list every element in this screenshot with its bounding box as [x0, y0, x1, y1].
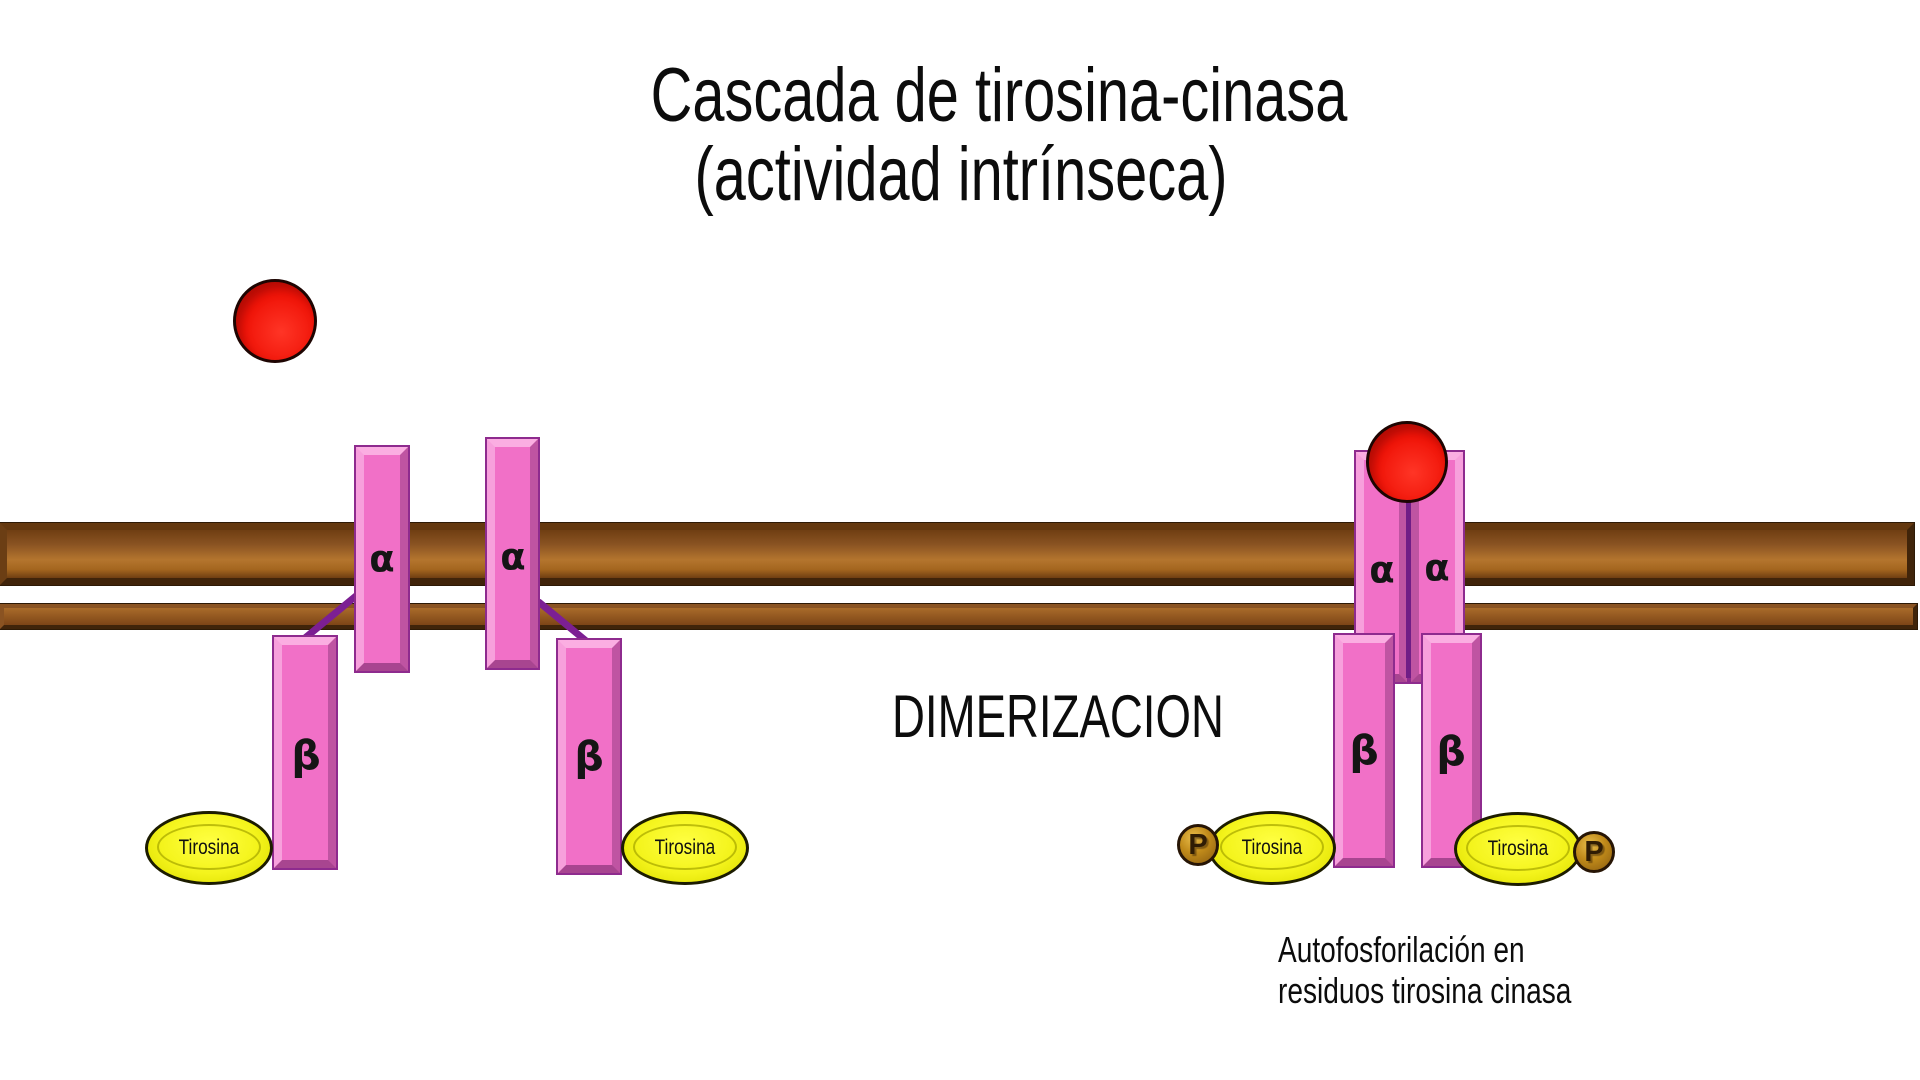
alpha-subunit-label: α [369, 537, 395, 581]
phosphate-label: P [1584, 835, 1604, 868]
membrane-outer-leaflet [0, 523, 1914, 585]
dimer-seam [1406, 456, 1411, 678]
tyrosine-ellipse: Tirosina [621, 811, 749, 885]
tyrosine-ellipse: Tirosina [1454, 812, 1582, 886]
ligand-circle [233, 279, 317, 363]
beta-subunit-label: β [1349, 726, 1379, 775]
phosphate-badge: P [1177, 824, 1219, 866]
tyrosine-label: Tirosina [178, 836, 240, 859]
phosphate-badge: P [1573, 831, 1615, 873]
alpha-subunit-label: α [1424, 546, 1450, 590]
autophosphorylation-caption: Autofosforilación en residuos tirosina c… [1278, 929, 1571, 1011]
diagram-title-line2: (actividad intrínseca) [694, 132, 1228, 217]
tyrosine-label: Tirosina [1241, 836, 1303, 859]
autophosphorylation-caption-line2: residuos tirosina cinasa [1278, 970, 1572, 1011]
beta-subunit-label: β [574, 732, 604, 781]
beta-subunit-bar [558, 640, 620, 873]
membrane-inner-leaflet [0, 604, 1917, 629]
alpha-subunit-bar [356, 447, 408, 671]
alpha-subunit-bar [487, 439, 538, 668]
alpha-subunit-label: α [1369, 548, 1395, 592]
beta-subunit-label: β [291, 731, 321, 780]
diagram-title-line1: Cascada de tirosina-cinasa [650, 53, 1348, 138]
tyrosine-ellipse: Tirosina [1208, 811, 1336, 885]
tyrosine-label: Tirosina [654, 836, 716, 859]
beta-subunit-bar [1335, 635, 1393, 866]
alpha-subunit-label: α [500, 535, 526, 579]
phosphate-label: P [1188, 828, 1208, 861]
beta-subunit-bar [274, 637, 336, 868]
ligand-circle [1366, 421, 1448, 503]
beta-subunit-label: β [1436, 727, 1466, 776]
dimerization-label: DIMERIZACION [892, 683, 1224, 750]
tyrosine-label: Tirosina [1487, 837, 1549, 860]
autophosphorylation-caption-line1: Autofosforilación en [1278, 929, 1525, 970]
tyrosine-ellipse: Tirosina [145, 811, 273, 885]
